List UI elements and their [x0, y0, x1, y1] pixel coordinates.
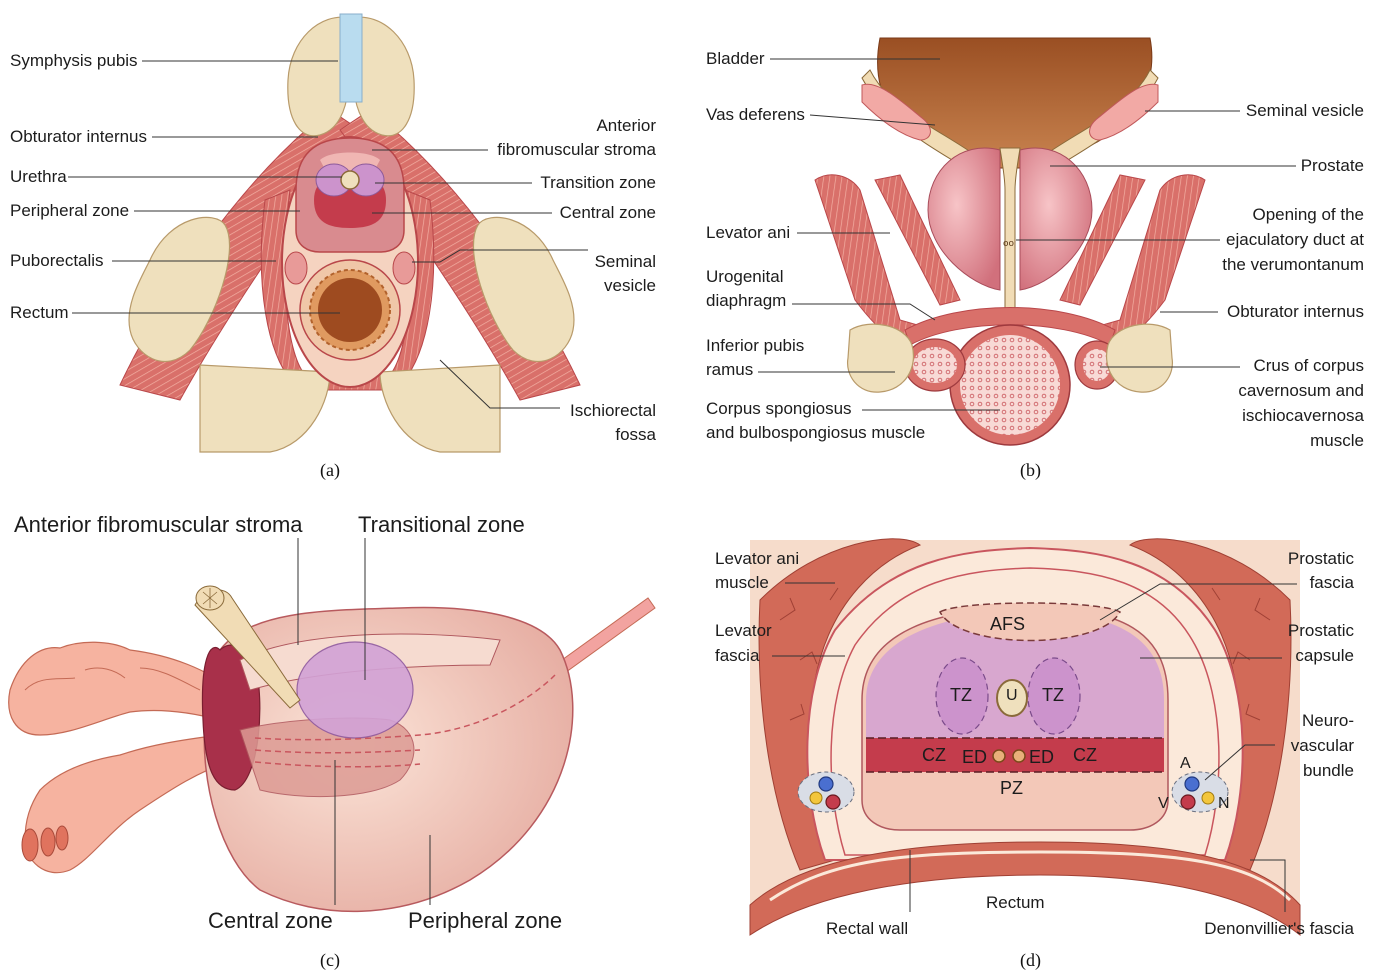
- label-nvb-line2: vascular: [1291, 735, 1354, 757]
- inner-tz-left: TZ: [950, 685, 972, 706]
- caption-b: (b): [1020, 460, 1041, 481]
- panel-a-illustration: [68, 14, 588, 452]
- inner-cz-left: CZ: [922, 745, 946, 766]
- label-levator-ani-muscle-line2: muscle: [715, 572, 769, 594]
- label-central-zone-a: Central zone: [560, 202, 656, 224]
- label-levator-fascia-line1: Levator: [715, 620, 772, 642]
- inner-vein: V: [1158, 795, 1169, 813]
- label-prostatic-capsule-line1: Prostatic: [1288, 620, 1354, 642]
- inner-urethra: U: [1006, 687, 1018, 705]
- label-puborectalis: Puborectalis: [10, 250, 104, 272]
- label-urogenital-line1: Urogenital: [706, 266, 784, 288]
- label-nvb-line3: bundle: [1303, 760, 1354, 782]
- label-peripheral-zone-c: Peripheral zone: [408, 908, 562, 934]
- label-afs-line2: fibromuscular stroma: [497, 139, 656, 161]
- label-seminal-vesicle-b: Seminal vesicle: [1246, 100, 1364, 122]
- inner-nerve: N: [1218, 795, 1230, 813]
- label-afs-line1: Anterior: [596, 115, 656, 137]
- label-urethra: Urethra: [10, 166, 67, 188]
- inner-ed-left: ED: [962, 747, 987, 768]
- label-crus-line1: Crus of corpus: [1253, 355, 1364, 377]
- label-crus-line3: ischiocavernosa: [1242, 405, 1364, 427]
- label-urogenital-line2: diaphragm: [706, 290, 786, 312]
- panel-b-illustration: oo: [758, 38, 1296, 445]
- caption-a: (a): [320, 460, 340, 481]
- label-ischiorectal-line2: fossa: [615, 424, 656, 446]
- label-rectum-d: Rectum: [986, 892, 1045, 914]
- label-levator-fascia-line2: fascia: [715, 645, 759, 667]
- label-corpus-line2: and bulbospongiosus muscle: [706, 422, 925, 444]
- label-rectal-wall: Rectal wall: [826, 918, 908, 940]
- inner-tz-right: TZ: [1042, 685, 1064, 706]
- label-crus-line2: cavernosum and: [1238, 380, 1364, 402]
- inner-ed-right: ED: [1029, 747, 1054, 768]
- panel-c-illustration: [9, 538, 655, 911]
- label-denonvillier: Denonvillier's fascia: [1204, 918, 1354, 940]
- label-ischiorectal-line1: Ischiorectal: [570, 400, 656, 422]
- label-rectum-a: Rectum: [10, 302, 69, 324]
- label-symphysis-pubis: Symphysis pubis: [10, 50, 138, 72]
- label-prostatic-capsule-line2: capsule: [1295, 645, 1354, 667]
- label-prostatic-fascia-line1: Prostatic: [1288, 548, 1354, 570]
- label-ejaculatory-line1: Opening of the: [1252, 204, 1364, 226]
- label-seminal-vesicle-a-line1: Seminal: [595, 251, 656, 273]
- label-nvb-line1: Neuro-: [1302, 710, 1354, 732]
- label-transition-zone: Transition zone: [540, 172, 656, 194]
- label-inferior-pubis-line1: Inferior pubis: [706, 335, 804, 357]
- label-peripheral-zone-a: Peripheral zone: [10, 200, 129, 222]
- label-obturator-internus-a: Obturator internus: [10, 126, 147, 148]
- caption-c: (c): [320, 950, 340, 971]
- label-ejaculatory-line3: the verumontanum: [1222, 254, 1364, 276]
- label-seminal-vesicle-a-line2: vesicle: [604, 275, 656, 297]
- label-crus-line4: muscle: [1310, 430, 1364, 452]
- panel-d-illustration: [750, 539, 1300, 935]
- inner-afs: AFS: [990, 614, 1025, 635]
- label-bladder: Bladder: [706, 48, 765, 70]
- label-prostatic-fascia-line2: fascia: [1310, 572, 1354, 594]
- label-transitional-zone: Transitional zone: [358, 512, 525, 538]
- inner-pz: PZ: [1000, 778, 1023, 799]
- label-levator-ani-muscle-line1: Levator ani: [715, 548, 799, 570]
- label-ejaculatory-line2: ejaculatory duct at: [1226, 229, 1364, 251]
- inner-artery: A: [1180, 755, 1191, 773]
- inner-cz-right: CZ: [1073, 745, 1097, 766]
- label-corpus-line1: Corpus spongiosus: [706, 398, 852, 420]
- label-prostate: Prostate: [1301, 155, 1364, 177]
- label-levator-ani-b: Levator ani: [706, 222, 790, 244]
- label-obturator-internus-b: Obturator internus: [1227, 301, 1364, 323]
- label-inferior-pubis-line2: ramus: [706, 359, 753, 381]
- label-vas-deferens: Vas deferens: [706, 104, 805, 126]
- label-central-zone-c: Central zone: [208, 908, 333, 934]
- svg-text:oo: oo: [1003, 239, 1015, 249]
- caption-d: (d): [1020, 950, 1041, 971]
- label-afs-c: Anterior fibromuscular stroma: [14, 512, 303, 538]
